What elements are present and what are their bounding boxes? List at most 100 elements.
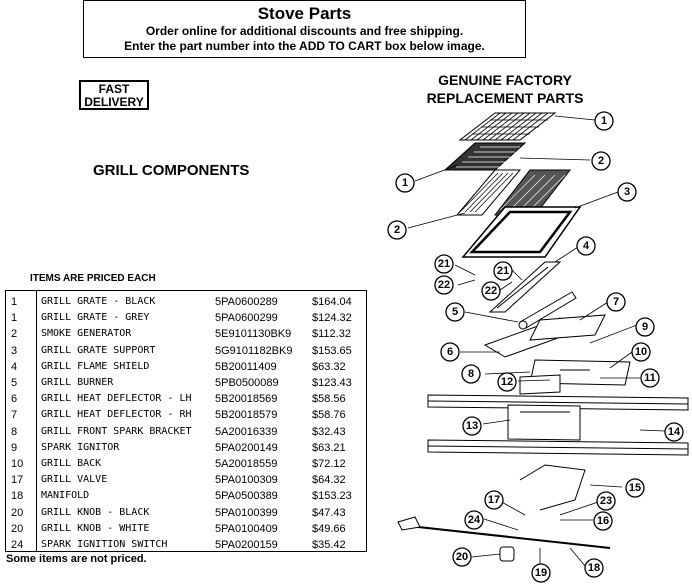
part-number[interactable]: 5PA0100399: [215, 506, 278, 519]
smoke-generator-shape: [455, 169, 572, 216]
front-rail-shape: [427, 394, 689, 456]
part-number[interactable]: 5B20011409: [215, 360, 277, 373]
callout-circle: [493, 261, 513, 281]
part-number[interactable]: 5G9101182BK9: [215, 344, 293, 357]
page-title: Stove Parts: [257, 4, 352, 23]
part-number[interactable]: 5B20018579: [215, 409, 278, 422]
part-price: $63.32: [312, 360, 346, 373]
callout-circle: [395, 173, 415, 193]
part-number[interactable]: 5PA0100409: [215, 522, 278, 535]
badge-line-1: FAST: [98, 82, 130, 96]
part-description: GRILL GRATE - GREY: [41, 312, 150, 324]
callout-number: 9: [642, 321, 648, 333]
part-price: $58.56: [312, 393, 346, 406]
callout-number: 13: [466, 420, 478, 432]
table-row: 18 MANIFOLD 5PA0500389 $153.23: [6, 488, 366, 504]
part-price: $47.43: [312, 506, 346, 519]
callout-number: 19: [535, 567, 547, 579]
part-ref-number: 18: [11, 490, 24, 503]
callout-number: 17: [488, 494, 500, 506]
part-number[interactable]: 5PA0600299: [215, 312, 278, 325]
part-ref-number: 4: [11, 360, 18, 373]
callout-24: 24: [464, 510, 484, 530]
callout-number: 1: [402, 177, 408, 189]
callout-number: 22: [438, 279, 450, 291]
callout-circle: [462, 416, 482, 436]
part-description: GRILL HEAT DEFLECTOR - LH: [41, 393, 192, 405]
part-description: MANIFOLD: [41, 490, 90, 502]
callout-21: 21: [493, 261, 513, 281]
callout-circle: [484, 490, 504, 510]
part-number[interactable]: 5A20018559: [215, 458, 278, 470]
part-description: GRILL BACK: [41, 458, 102, 469]
part-description: GRILL GRATE SUPPORT: [41, 344, 156, 356]
part-ref-number: 10: [11, 458, 24, 470]
section-title: GRILL COMPONENTS: [93, 162, 250, 179]
fast-delivery-badge: FAST DELIVERY: [79, 80, 149, 110]
callout-circle: [531, 563, 551, 583]
part-price: $63.21: [312, 441, 346, 454]
part-price: $124.32: [312, 312, 352, 325]
callout-circle: [576, 236, 596, 256]
part-ref-number: 24: [11, 539, 24, 551]
callout-circle: [584, 558, 604, 578]
part-ref-number: 5: [11, 377, 18, 389]
callout-circle: [593, 511, 613, 531]
callout-14: 14: [664, 422, 684, 442]
callout-7: 7: [606, 292, 626, 312]
part-number[interactable]: 5PA0200159: [215, 539, 278, 551]
callout-number: 20: [456, 551, 468, 563]
part-number[interactable]: 5PB0500089: [215, 377, 279, 389]
table-column-divider: [36, 291, 37, 551]
callout-9: 9: [635, 317, 655, 337]
genuine-parts-heading: GENUINE FACTORY REPLACEMENT PARTS: [410, 71, 600, 107]
part-number[interactable]: 5PA0600289: [215, 296, 278, 308]
callout-8: 8: [461, 364, 481, 384]
part-ref-number: 1: [11, 296, 18, 308]
part-number[interactable]: 5B20018569: [215, 393, 278, 406]
callout-17: 17: [484, 490, 504, 510]
part-number[interactable]: 5E9101130BK9: [215, 328, 292, 341]
part-number[interactable]: 5A20016339: [215, 425, 278, 438]
part-description: SPARK IGNITOR: [41, 441, 120, 453]
part-number[interactable]: 5PA0100309: [215, 474, 278, 487]
callout-number: 21: [497, 265, 509, 277]
callout-circle: [452, 547, 472, 567]
part-number[interactable]: 5PA0500389: [215, 490, 278, 503]
callout-number: 12: [501, 376, 513, 388]
callout-23: 23: [596, 491, 616, 511]
part-number[interactable]: 5PA0200149: [215, 441, 278, 454]
callout-11: 11: [640, 368, 660, 388]
callout-circle: [596, 491, 616, 511]
callout-number: 2: [598, 155, 604, 167]
badge-line-2: DELIVERY: [84, 95, 144, 109]
pricing-note: Some items are not priced.: [6, 553, 147, 565]
callout-number: 7: [613, 296, 619, 308]
part-price: $153.23: [312, 490, 352, 503]
part-description: GRILL KNOB - BLACK: [41, 506, 150, 518]
part-price: $58.76: [312, 409, 346, 422]
part-ref-number: 7: [11, 409, 18, 422]
callout-6: 6: [440, 342, 460, 362]
callout-1: 1: [594, 111, 614, 131]
grate-support-shape: [461, 206, 582, 258]
part-description: GRILL GRATE - BLACK: [41, 296, 156, 307]
callout-circle: [617, 182, 637, 202]
part-ref-number: 8: [11, 425, 18, 438]
part-price: $153.65: [312, 344, 352, 357]
part-description: GRILL BURNER: [41, 377, 114, 388]
callout-number: 22: [485, 285, 497, 297]
callout-19: 19: [531, 563, 551, 583]
part-price: $35.42: [312, 539, 346, 551]
callout-2: 2: [591, 151, 611, 171]
callout-number: 10: [635, 346, 647, 358]
part-ref-number: 17: [11, 474, 24, 487]
callout-circle: [631, 342, 651, 362]
